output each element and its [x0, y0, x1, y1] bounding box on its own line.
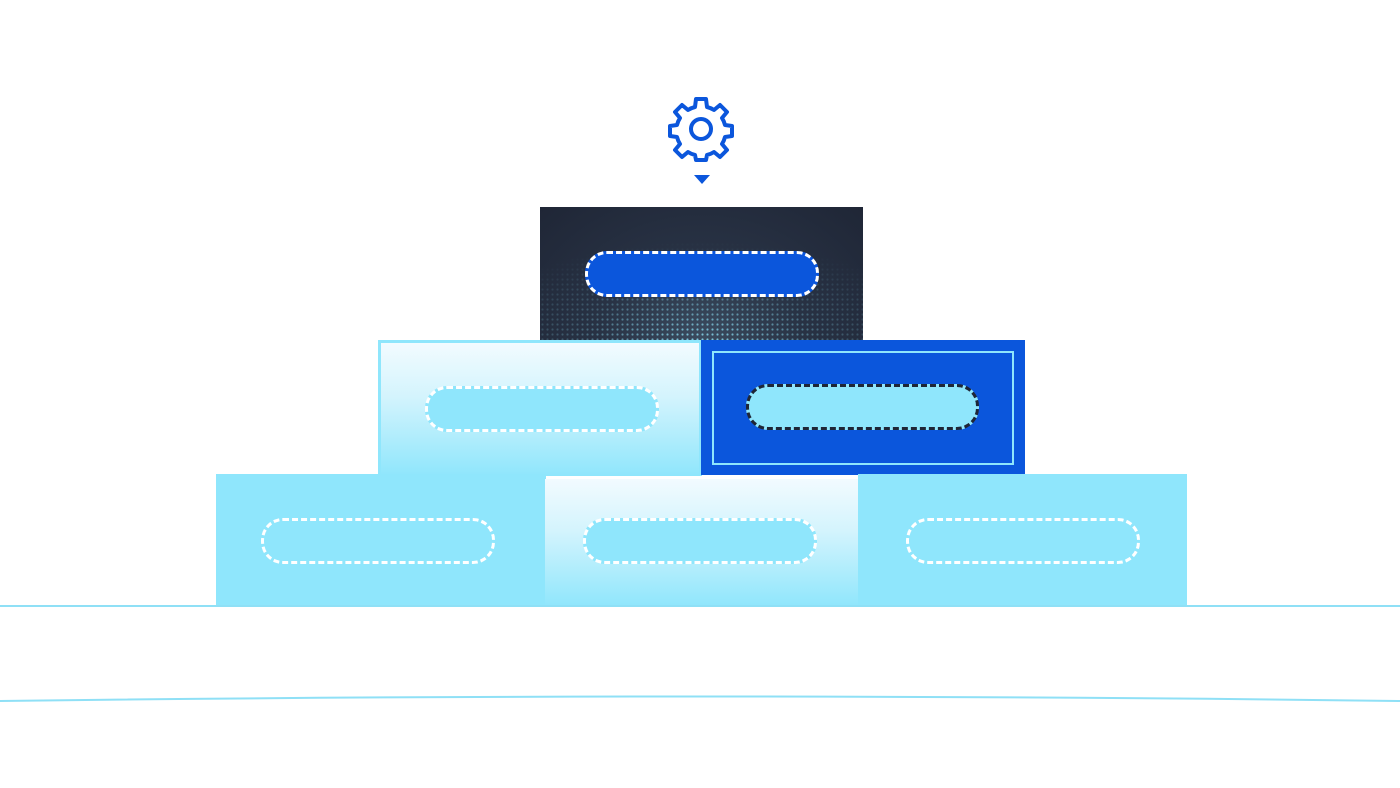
ground-line-top — [0, 605, 1400, 607]
bottom-center-label-placeholder — [583, 518, 817, 564]
top-block — [540, 207, 863, 343]
triangle-down-icon — [694, 175, 710, 184]
middle-right-label-placeholder — [746, 384, 979, 430]
bottom-left-block — [216, 474, 546, 607]
top-label-placeholder — [585, 251, 819, 297]
middle-right-block — [701, 340, 1025, 475]
bottom-center-block — [545, 479, 859, 607]
bottom-left-label-placeholder — [261, 518, 495, 564]
ground-line-bottom — [0, 695, 1400, 702]
middle-left-label-placeholder — [425, 386, 659, 432]
bottom-right-label-placeholder — [906, 518, 1140, 564]
highlight-frame — [712, 351, 1014, 465]
middle-left-block — [378, 340, 702, 476]
gear-icon — [668, 97, 734, 162]
bottom-right-block — [858, 474, 1187, 607]
